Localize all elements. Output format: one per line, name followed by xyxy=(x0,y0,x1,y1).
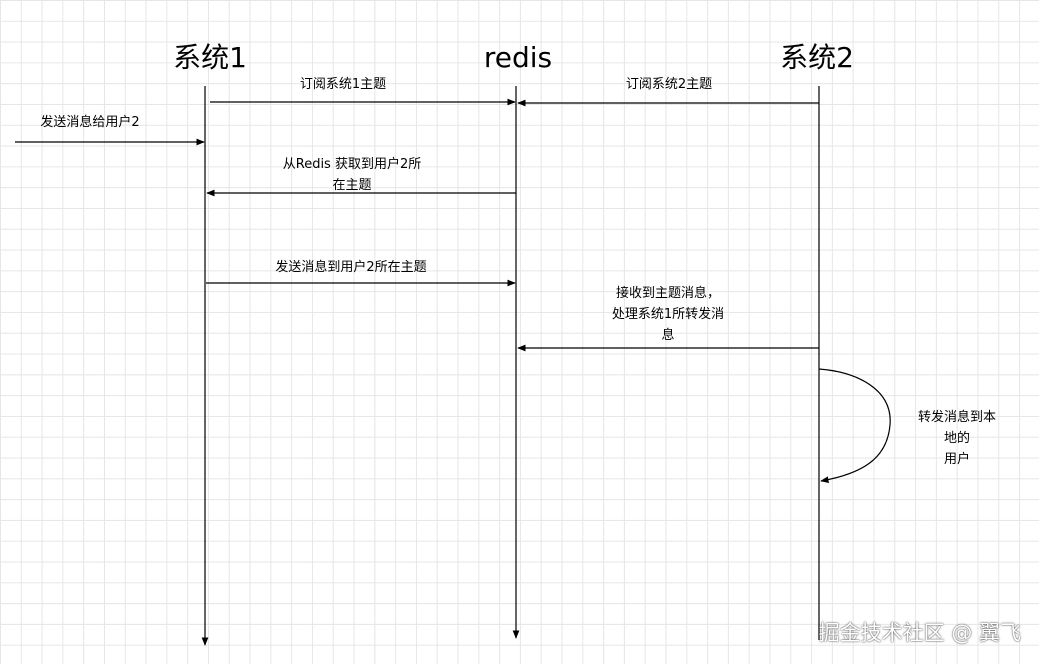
label-receive-topic-message: 接收到主题消息， 处理系统1所转发消 息 xyxy=(611,286,725,343)
watermark: 掘金技术社区 @ 翼飞 xyxy=(818,621,1021,645)
participant-redis: redis xyxy=(483,41,553,74)
participant-system1: 系统1 xyxy=(173,41,247,74)
label-subscribe-system1: 订阅系统1主题 xyxy=(299,77,387,92)
label-get-topic-from-redis: 从Redis 获取到用户2所 在主题 xyxy=(282,157,422,193)
label-send-to-user2: 发送消息给用户2 xyxy=(40,115,140,130)
participant-system2: 系统2 xyxy=(780,41,854,74)
label-forward-to-local-user: 转发消息到本地的 用户 xyxy=(917,410,996,467)
label-publish-to-topic: 发送消息到用户2所在主题 xyxy=(275,260,427,275)
arrow-forward-to-local-user xyxy=(818,368,891,483)
label-subscribe-system2: 订阅系统2主题 xyxy=(625,77,713,92)
